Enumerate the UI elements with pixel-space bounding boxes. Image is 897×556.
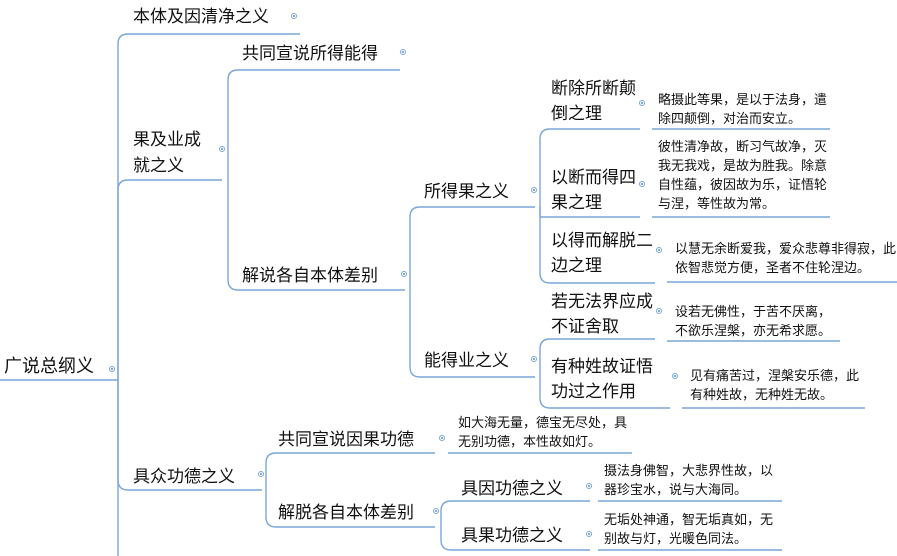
node-e1[interactable]: 具因功德之义 — [461, 479, 563, 499]
desc-e1: 摄法身佛智，大悲界性故，以器珍宝水，说与大海同。 — [604, 464, 774, 498]
collapse-toggle-icon[interactable] — [401, 271, 407, 277]
collapse-toggle-icon[interactable] — [639, 100, 645, 106]
node-d3[interactable]: 以得而解脱二边之理 — [551, 231, 653, 276]
node-n3[interactable]: 具众功德之义 — [133, 467, 235, 487]
node-d1[interactable]: 断除所断颠倒之理 — [551, 79, 636, 124]
root-node[interactable]: 广说总纲义 — [4, 356, 94, 377]
connector-c2-e1 — [440, 500, 590, 527]
desc-d2: 彼性清净故，断习气故净，灭我无我戏，是故为胜我。除意自性蕴，彼因故为乐，证悟轮与… — [658, 140, 828, 212]
connector-fruit-d1 — [539, 128, 640, 207]
connector-c2-karma — [409, 290, 535, 378]
connector-c2-fruit — [409, 206, 535, 290]
node-n2[interactable]: 果及业成就之义 — [133, 130, 201, 176]
collapse-toggle-icon[interactable] — [291, 13, 297, 19]
collapse-toggle-icon[interactable] — [109, 366, 115, 372]
node-d4[interactable]: 若无法界应成不证舍取 — [551, 292, 653, 337]
collapse-toggle-icon[interactable] — [656, 308, 662, 314]
connector-root-n2 — [117, 179, 222, 380]
desc-n3-c1: 如大海无量，德宝无尽处，具无别功德，本性故如灯。 — [458, 416, 628, 450]
desc-d4: 设若无佛性，于苦不厌离，不欲乐涅槃，亦无希求愿。 — [675, 305, 832, 339]
collapse-toggle-icon[interactable] — [672, 373, 678, 379]
collapse-toggle-icon[interactable] — [656, 247, 662, 253]
connector-karma-d5 — [539, 377, 670, 409]
connector-n2-c2 — [227, 150, 405, 291]
collapse-toggle-icon[interactable] — [586, 483, 592, 489]
node-e2[interactable]: 具果功德之义 — [461, 526, 563, 546]
connector-n3-c1 — [265, 452, 435, 490]
node-n1[interactable]: 本体及因清净之义 — [133, 7, 269, 27]
connector-root-n1 — [117, 33, 300, 380]
node-n3-c2[interactable]: 解脱各自本体差别 — [278, 503, 414, 523]
collapse-toggle-icon[interactable] — [531, 356, 537, 362]
connector-n3-c2 — [265, 490, 435, 528]
connector-c2-e2 — [440, 527, 590, 551]
collapse-toggle-icon[interactable] — [219, 146, 225, 152]
collapse-toggle-icon[interactable] — [439, 435, 445, 441]
collapse-toggle-icon[interactable] — [586, 531, 592, 537]
desc-d3: 以慧无余断爱我，爱众悲尊非得寂，此依智悲觉方便，圣者不住轮涅边。 — [675, 242, 897, 276]
desc-d5: 见有痛苦过，涅槃安乐德，此有种姓故，无种姓无故。 — [690, 369, 860, 403]
collapse-toggle-icon[interactable] — [433, 508, 439, 514]
node-karma[interactable]: 能得业之义 — [424, 351, 509, 371]
node-d5[interactable]: 有种姓故证悟功过之作用 — [551, 357, 653, 402]
connector-n2-c1 — [227, 69, 400, 150]
node-n3-c1[interactable]: 共同宣说因果功德 — [278, 430, 414, 450]
node-d2[interactable]: 以断而得四果之理 — [551, 168, 636, 213]
desc-d1: 略摄此等果，是以于法身，遣除四颠倒，对治而安立。 — [658, 93, 828, 127]
connector-karma-d4 — [539, 338, 655, 377]
collapse-toggle-icon[interactable] — [639, 181, 645, 187]
node-n2-c1[interactable]: 共同宣说所得能得 — [242, 44, 378, 64]
collapse-toggle-icon[interactable] — [258, 471, 264, 477]
collapse-toggle-icon[interactable] — [531, 187, 537, 193]
collapse-toggle-icon[interactable] — [400, 49, 406, 55]
connector-fruit-d3 — [539, 207, 655, 284]
node-fruit[interactable]: 所得果之义 — [424, 182, 509, 202]
desc-e2: 无垢处神通，智无垢真如，无别故与灯，光暖色同法。 — [604, 513, 774, 547]
node-n2-c2[interactable]: 解说各自本体差别 — [242, 266, 378, 286]
